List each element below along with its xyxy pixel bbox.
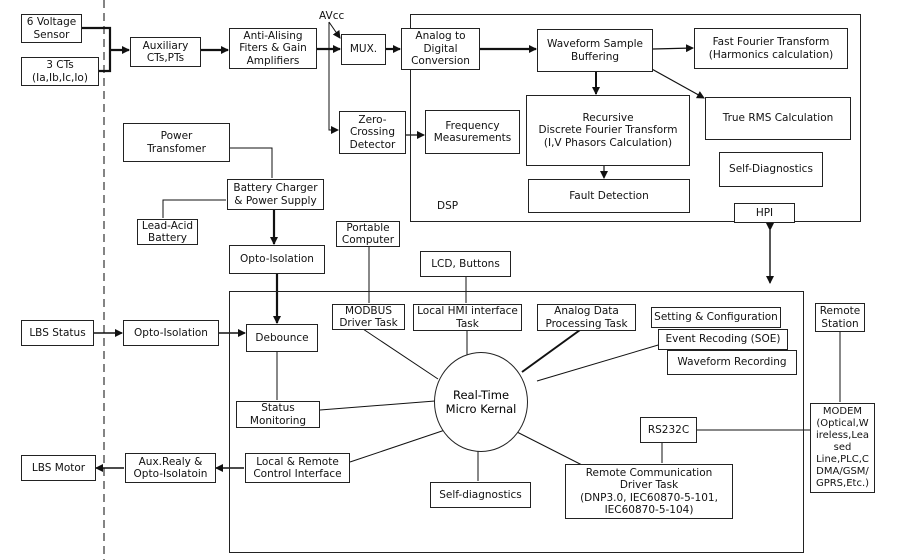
lbs-status-block: LBS Status [21,320,94,346]
kernel-to-modbus [362,328,439,380]
current-transformers-block: 3 CTs (Ia,Ib,Ic,Io) [21,57,99,86]
modbus-driver-block: MODBUS Driver Task [332,304,405,330]
remote-communication-block: Remote Communication Driver Task (DNP3.0… [565,464,733,519]
voltage-sensor-block: 6 Voltage Sensor [21,14,82,43]
recursive-dft-block: Recursive Discrete Fourier Transform (I,… [526,95,690,166]
remote-station-block: Remote Station [815,303,865,332]
hpi-block: HPI [734,203,795,223]
lcd-buttons-block: LCD, Buttons [420,251,511,277]
modem-block: MODEM (Optical,W ireless,Lea sed Line,PL… [810,403,875,493]
avcc-to-mux [328,21,341,39]
kernel-to-local-remote [349,429,446,463]
kernel-to-status [319,400,436,411]
opto-isolation-top-block: Opto-Isolation [229,245,325,274]
waveform-recording-block: Waveform Recording [667,350,797,375]
true-rms-block: True RMS Calculation [705,97,851,140]
local-remote-control-block: Local & Remote Control Interface [245,453,350,483]
arrow-to-fft [652,44,694,53]
anti-alias-filter-block: Anti-Alising Fiters & Gain Amplifiers [229,28,317,69]
dsp-frame [410,14,861,222]
battery-charger-block: Battery Charger & Power Supply [227,179,324,210]
waveform-buffer-block: Waveform Sample Buffering [537,29,653,72]
real-time-kernel: Real-Time Micro Kernal [434,352,528,452]
frequency-measurement-block: Frequency Measurements [425,110,520,154]
opto-isolation-left-block: Opto-Isolation [123,320,219,346]
rs232c-block: RS232C [640,417,697,443]
self-diagnostics-dsp-block: Self-Diagnostics [719,152,823,187]
event-recording-block: Event Recoding (SOE) [658,329,788,350]
setting-configuration-block: Setting & Configuration [651,307,781,328]
local-hmi-block: Local HMI interface Task [413,304,522,331]
arrow-to-true-rms [649,67,705,99]
kernel-to-remote-comm [516,431,583,466]
fft-block: Fast Fourier Transform (Harmonics calcul… [694,28,848,69]
mcu-frame [229,291,804,553]
avcc-label: AVcc [319,10,345,22]
power-transformer-line [230,147,273,178]
zero-crossing-block: Zero- Crossing Detector [339,111,406,154]
aux-relay-block: Aux.Realy & Opto-Isolatoin [125,453,216,483]
portable-computer-block: Portable Computer [336,221,400,247]
dsp-label: DSP [437,200,459,212]
status-monitoring-block: Status Monitoring [236,401,320,428]
mux-block: MUX. [341,34,386,65]
kernel-to-analog [521,329,581,373]
kernel-to-settings [536,342,666,382]
adc-block: Analog to Digital Conversion [401,28,480,70]
lbs-motor-block: LBS Motor [21,455,96,481]
debounce-block: Debounce [246,324,318,352]
auxiliary-cts-block: Auxiliary CTs,PTs [130,37,201,67]
arrow-to-zero-crossing [328,49,339,134]
fault-detection-block: Fault Detection [528,179,690,213]
lead-acid-battery-block: Lead-Acid Battery [137,219,198,245]
self-diagnostics-mcu-block: Self-diagnostics [430,482,531,508]
analog-data-processing-block: Analog Data Processing Task [537,304,636,331]
power-transformer-block: Power Transfomer [123,123,230,162]
battery-line [162,199,226,218]
